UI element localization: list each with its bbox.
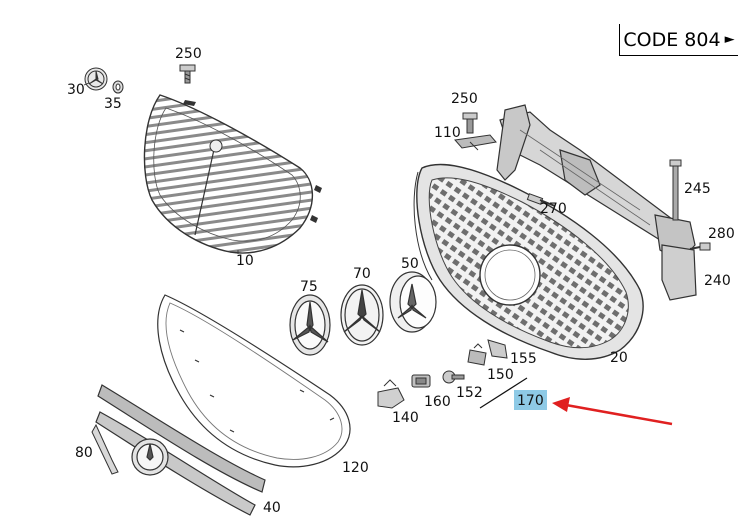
label-50[interactable]: 50 xyxy=(401,256,419,272)
label-20[interactable]: 20 xyxy=(610,350,628,366)
part-10-grille xyxy=(143,94,322,254)
part-120-seal xyxy=(157,294,351,468)
label-10[interactable]: 10 xyxy=(236,253,254,269)
part-140-bracket xyxy=(377,379,405,409)
code-804-box: CODE 804 ► xyxy=(619,24,738,56)
leader-30 xyxy=(83,82,90,86)
code-arrow-icon: ► xyxy=(724,32,735,47)
part-160-clip xyxy=(411,374,431,388)
highlight-box-170 xyxy=(514,390,547,410)
code-label: CODE 804 xyxy=(623,28,721,51)
part-170-line xyxy=(479,377,528,409)
part-155-clip xyxy=(487,339,508,359)
label-152[interactable]: 152 xyxy=(456,385,483,401)
label-110[interactable]: 110 xyxy=(434,125,461,141)
part-30-emblem xyxy=(84,67,108,91)
part-50-carrier xyxy=(389,271,437,333)
part-75-emblem xyxy=(289,294,331,356)
part-80-strip xyxy=(91,423,119,475)
part-40-trim xyxy=(95,384,266,516)
label-240[interactable]: 240 xyxy=(704,273,731,289)
label-270[interactable]: 270 xyxy=(540,201,567,217)
label-155[interactable]: 155 xyxy=(510,351,537,367)
label-250-center[interactable]: 250 xyxy=(451,91,478,107)
part-280-screw xyxy=(689,242,711,251)
label-150[interactable]: 150 xyxy=(487,367,514,383)
callout-arrow xyxy=(552,397,673,426)
part-labels: 30 35 250 10 250 110 245 270 280 240 75 … xyxy=(67,46,735,516)
part-35-clip xyxy=(112,80,124,94)
label-280[interactable]: 280 xyxy=(708,226,735,242)
part-270-screw xyxy=(526,193,556,207)
label-160[interactable]: 160 xyxy=(424,394,451,410)
label-120[interactable]: 120 xyxy=(342,460,369,476)
part-150-clip xyxy=(467,343,487,366)
part-152-screw xyxy=(442,370,465,384)
part-70-star xyxy=(340,284,384,346)
part-20-radiator-grille xyxy=(413,163,644,360)
part-110-clip xyxy=(454,134,497,151)
label-245[interactable]: 245 xyxy=(684,181,711,197)
label-250-left[interactable]: 250 xyxy=(175,46,202,62)
part-mounting-bracket xyxy=(496,104,697,301)
label-30[interactable]: 30 xyxy=(67,82,85,98)
label-35[interactable]: 35 xyxy=(104,96,122,112)
label-80[interactable]: 80 xyxy=(75,445,93,461)
label-75[interactable]: 75 xyxy=(300,279,318,295)
part-245-bolt xyxy=(669,159,682,221)
part-250-screw-center xyxy=(462,112,478,134)
part-250-screw-left xyxy=(179,64,196,84)
label-70[interactable]: 70 xyxy=(353,266,371,282)
label-170[interactable]: 170 xyxy=(517,393,544,409)
label-140[interactable]: 140 xyxy=(392,410,419,426)
label-40[interactable]: 40 xyxy=(263,500,281,516)
